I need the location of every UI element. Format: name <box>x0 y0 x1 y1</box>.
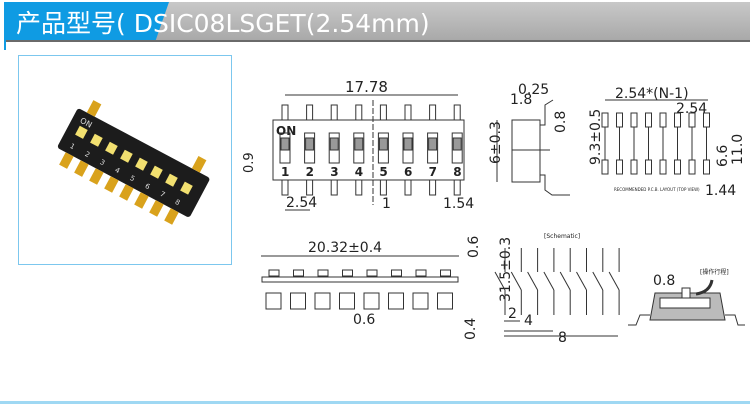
svg-text:5: 5 <box>128 174 136 183</box>
pcb-pad <box>659 159 667 175</box>
terminal <box>388 292 404 310</box>
front-view-drawing: 20.32±0.4 0.6 0.6 31.5±0.3 0.4 <box>261 236 514 340</box>
svg-text:8: 8 <box>174 198 182 207</box>
svg-text:1: 1 <box>281 165 289 179</box>
svg-text:2: 2 <box>306 165 314 179</box>
switch-8: 8 <box>451 104 463 196</box>
header-left-border <box>4 2 6 50</box>
actuator <box>440 269 451 277</box>
terminal <box>290 292 306 310</box>
svg-text:1.54: 1.54 <box>443 196 474 212</box>
svg-text:4: 4 <box>524 313 533 329</box>
pcb-pad <box>645 112 652 128</box>
pcb-pad <box>688 159 696 175</box>
terminal <box>412 292 429 310</box>
svg-text:ON: ON <box>276 124 296 138</box>
svg-text:[Schematic]: [Schematic] <box>544 233 580 240</box>
pcb-pad <box>659 112 667 128</box>
terminal <box>265 292 282 310</box>
svg-text:17.78: 17.78 <box>345 78 388 96</box>
actuator <box>342 269 353 277</box>
pcb-pad <box>630 159 638 175</box>
pcb-layout-drawing: 2.54*(N-1) 2.54 6.6 11.0 1.44 RECOMMENDE… <box>601 86 746 199</box>
switch-4: 4 <box>353 104 365 196</box>
svg-text:1.8: 1.8 <box>510 92 532 108</box>
actuator <box>391 269 402 277</box>
switch-6: 6 <box>402 104 414 196</box>
actuator <box>317 269 329 277</box>
header-divider <box>4 40 750 42</box>
svg-text:8: 8 <box>558 330 567 346</box>
side-view-drawing: 0.25 1.8 0.8 6±0.3 9.3±0.5 <box>488 82 604 196</box>
terminal <box>339 292 355 310</box>
svg-text:RECOMMENDED P.C.B. LAYOUT (TOP: RECOMMENDED P.C.B. LAYOUT (TOP VIEW) <box>614 187 700 192</box>
svg-text:0.9: 0.9 <box>242 152 257 173</box>
svg-text:2: 2 <box>508 306 517 322</box>
switch-7: 7 <box>427 104 439 196</box>
pcb-pad <box>645 159 652 175</box>
svg-text:0.8: 0.8 <box>653 273 675 289</box>
svg-text:7: 7 <box>159 190 167 199</box>
svg-text:2.54: 2.54 <box>676 101 707 117</box>
header-accent <box>4 2 169 40</box>
actuator <box>293 269 304 277</box>
svg-text:6: 6 <box>144 182 152 191</box>
actuator <box>268 269 280 277</box>
switch-5: 5 <box>377 104 389 196</box>
product-title: 产品型号( DSIC08LSGET(2.54mm) <box>16 9 430 38</box>
svg-text:3: 3 <box>330 165 338 179</box>
svg-text:[操作行程]: [操作行程] <box>700 268 729 276</box>
svg-text:0.4: 0.4 <box>463 318 479 340</box>
footer-divider <box>0 401 750 404</box>
schematic-drawing: [Schematic] 2 4 8 <box>494 233 620 346</box>
pcb-pad <box>616 112 623 128</box>
top-view-drawing: 17.78 ON 1 2 3 4 5 6 7 8 0.9 2.54 1 1.54 <box>242 78 474 212</box>
svg-text:3: 3 <box>98 158 106 167</box>
svg-text:6.6: 6.6 <box>715 145 731 167</box>
svg-text:2: 2 <box>83 150 91 159</box>
svg-text:0.6: 0.6 <box>466 236 482 258</box>
svg-text:31.5±0.3: 31.5±0.3 <box>498 237 514 302</box>
svg-text:4: 4 <box>113 166 121 175</box>
svg-text:8: 8 <box>453 165 461 179</box>
switch-3: 3 <box>328 104 340 196</box>
svg-text:1: 1 <box>382 196 391 212</box>
terminal <box>314 292 331 310</box>
svg-text:0.25: 0.25 <box>518 82 549 98</box>
section-drawing: 0.8 [操作行程] <box>628 268 745 326</box>
svg-text:9.3±0.5: 9.3±0.5 <box>588 109 604 165</box>
svg-text:6±0.3: 6±0.3 <box>488 121 504 164</box>
actuator <box>366 269 378 277</box>
svg-text:11.0: 11.0 <box>730 134 746 165</box>
svg-text:6: 6 <box>404 165 412 179</box>
actuator <box>415 269 427 277</box>
terminal <box>437 292 453 310</box>
terminal <box>363 292 380 310</box>
pcb-pad <box>630 112 638 128</box>
pcb-pad <box>616 159 623 175</box>
switch-2: 2 <box>304 104 316 196</box>
svg-text:2.54*(N-1): 2.54*(N-1) <box>615 86 689 102</box>
svg-text:5: 5 <box>379 165 387 179</box>
svg-text:0.6: 0.6 <box>353 312 375 328</box>
svg-text:7: 7 <box>429 165 437 179</box>
svg-text:1: 1 <box>68 142 76 151</box>
pcb-pad <box>703 159 710 175</box>
svg-text:20.32±0.4: 20.32±0.4 <box>308 240 382 256</box>
svg-text:0.8: 0.8 <box>553 111 569 133</box>
pcb-pad <box>674 159 681 175</box>
switch-1: 1 <box>279 104 291 196</box>
svg-text:2.54: 2.54 <box>286 195 317 211</box>
svg-text:4: 4 <box>355 165 363 179</box>
svg-text:1.44: 1.44 <box>705 183 736 199</box>
